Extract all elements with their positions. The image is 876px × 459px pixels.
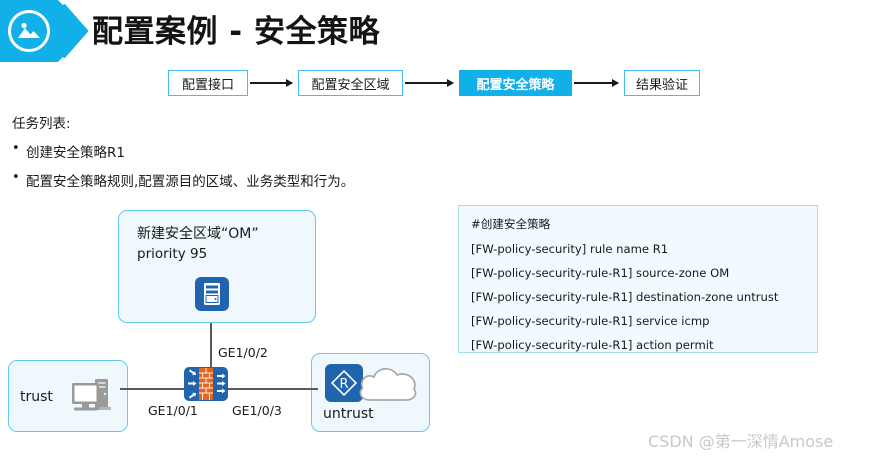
flow-step-configure-interface[interactable]: 配置接口 <box>168 70 248 96</box>
cli-line: [FW-policy-security-rule-R1] action perm… <box>471 338 714 352</box>
picture-icon <box>8 10 50 52</box>
zone-om-priority: priority 95 <box>137 246 208 262</box>
task-list: 任务列表: • 创建安全策略R1 • 配置安全策略规则,配置源目的区域、业务类型… <box>12 112 482 199</box>
zone-om: 新建安全区域“OM” priority 95 <box>118 210 316 323</box>
list-item: • 创建安全策略R1 <box>12 141 482 161</box>
flow-step-configure-security-policy[interactable]: 配置安全策略 <box>459 70 572 96</box>
cli-line: [FW-policy-security-rule-R1] service icm… <box>471 314 710 328</box>
zone-om-title: 新建安全区域“OM” <box>137 226 259 242</box>
cli-line: [FW-policy-security-rule-R1] source-zone… <box>471 266 730 280</box>
flow-arrow-1 <box>250 79 293 87</box>
link-om-firewall <box>210 323 212 383</box>
process-flow: 配置接口 配置安全区域 配置安全策略 结果验证 <box>168 70 708 98</box>
server-icon <box>195 277 229 311</box>
zone-untrust: R untrust <box>311 353 430 432</box>
zone-untrust-label: untrust <box>323 406 374 422</box>
link-trust-firewall <box>120 388 186 390</box>
zone-trust-label: trust <box>20 389 53 405</box>
link-firewall-untrust <box>226 388 318 390</box>
bullet-icon: • <box>12 170 20 185</box>
page-title: 配置案例 - 安全策略 <box>92 14 380 50</box>
cli-command-panel: #创建安全策略 [FW-policy-security] rule name R… <box>458 205 818 353</box>
network-topology: 新建安全区域“OM” priority 95 GE1/0/2 trust <box>0 195 450 445</box>
list-item: • 配置安全策略规则,配置源目的区域、业务类型和行为。 <box>12 170 482 190</box>
flow-step-configure-security-zone[interactable]: 配置安全区域 <box>298 70 403 96</box>
flow-arrow-3 <box>574 79 619 87</box>
cli-line: [FW-policy-security] rule name R1 <box>471 242 669 256</box>
bullet-icon: • <box>12 141 20 156</box>
svg-text:R: R <box>339 377 348 392</box>
router-icon: R <box>325 364 363 402</box>
cli-line: [FW-policy-security-rule-R1] destination… <box>471 290 779 304</box>
zone-trust: trust <box>8 360 128 432</box>
chevron-right-icon <box>58 3 89 59</box>
interface-label-ge1-0-3: GE1/0/3 <box>232 403 282 418</box>
watermark: CSDN @第一深情Amose <box>648 432 834 451</box>
flow-arrow-2 <box>405 79 454 87</box>
desktop-pc-icon <box>70 376 116 421</box>
flow-step-result-verification[interactable]: 结果验证 <box>624 70 700 96</box>
task-item-label: 创建安全策略R1 <box>26 145 125 161</box>
task-list-title: 任务列表: <box>12 116 71 132</box>
firewall-icon <box>184 367 228 401</box>
interface-label-ge1-0-2: GE1/0/2 <box>218 345 268 360</box>
task-item-label: 配置安全策略规则,配置源目的区域、业务类型和行为。 <box>26 174 355 190</box>
cloud-icon <box>356 362 421 409</box>
interface-label-ge1-0-1: GE1/0/1 <box>148 403 198 418</box>
cli-line: #创建安全策略 <box>471 217 551 231</box>
slide-header: 配置案例 - 安全策略 <box>0 0 876 62</box>
